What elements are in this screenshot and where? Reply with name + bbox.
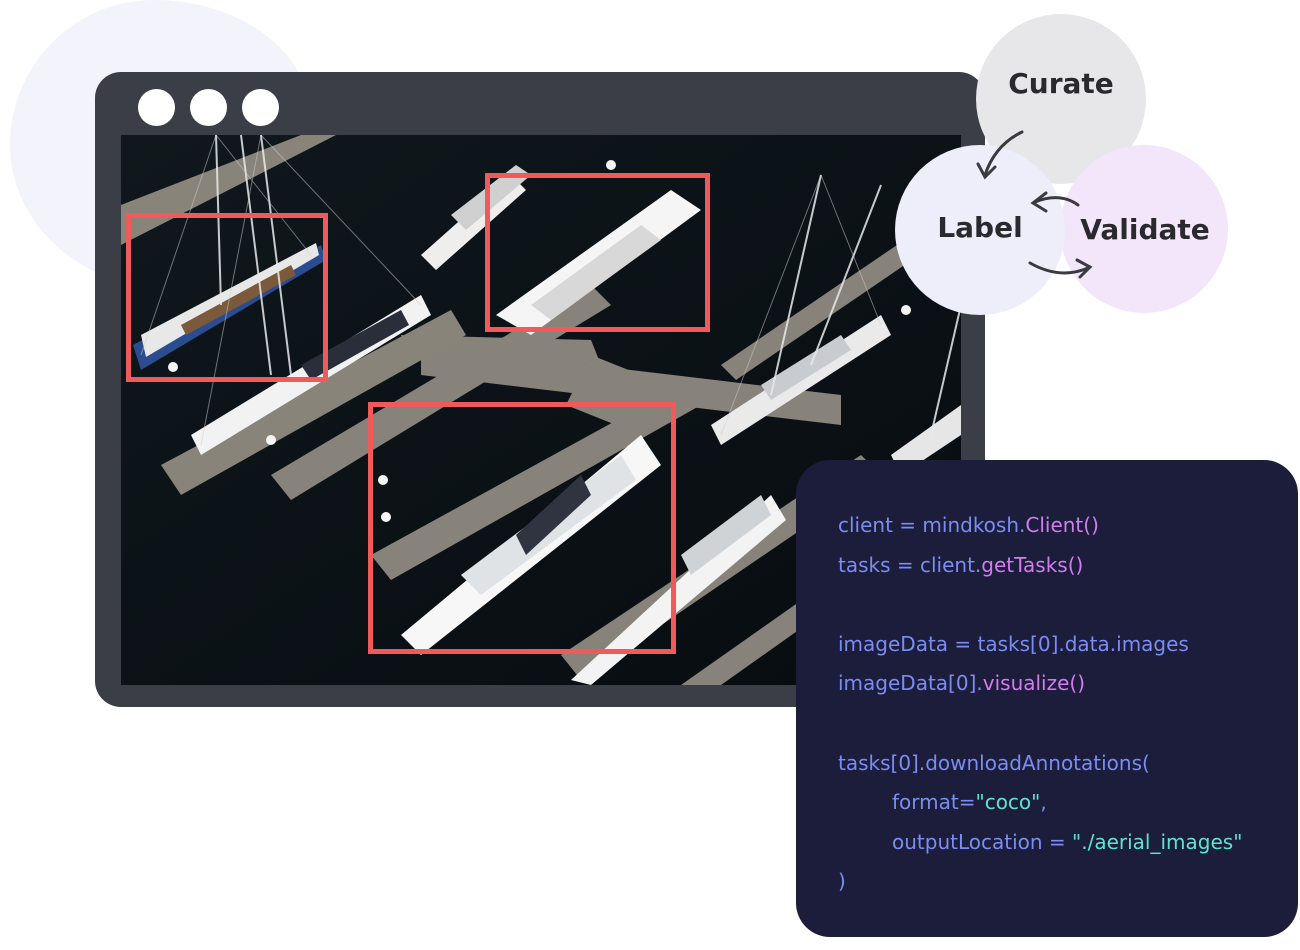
label-circle: Label <box>895 145 1065 315</box>
curate-label: Curate <box>1008 67 1114 100</box>
window-control-dot[interactable] <box>138 89 175 126</box>
window-control-dot[interactable] <box>242 89 279 126</box>
code-line: imageData[0].visualize() <box>838 671 1086 696</box>
bounding-box-yacht-top[interactable] <box>485 173 710 332</box>
label-label: Label <box>937 210 1023 244</box>
code-snippet-panel: client = mindkosh.Client() tasks = clien… <box>796 460 1298 937</box>
code-line: client = mindkosh.Client() <box>838 513 1099 537</box>
code-line: format="coco", <box>892 790 1047 815</box>
validate-circle: Validate <box>1060 145 1228 313</box>
code-line: outputLocation = "./aerial_images" <box>892 829 1243 854</box>
code-line: tasks = client.getTasks() <box>838 552 1084 577</box>
code-line: imageData = tasks[0].data.images <box>838 631 1189 656</box>
bounding-box-yacht-bottom[interactable] <box>368 402 676 654</box>
image-viewer-window <box>95 72 985 707</box>
code-blank-line <box>838 585 1298 625</box>
window-control-dot[interactable] <box>190 89 227 126</box>
code-blank-line <box>838 704 1298 744</box>
code-line: tasks[0].downloadAnnotations( <box>838 750 1150 775</box>
code-line: ) <box>838 869 846 894</box>
validate-label: Validate <box>1080 212 1210 246</box>
bounding-box-sailboat[interactable] <box>126 213 328 382</box>
